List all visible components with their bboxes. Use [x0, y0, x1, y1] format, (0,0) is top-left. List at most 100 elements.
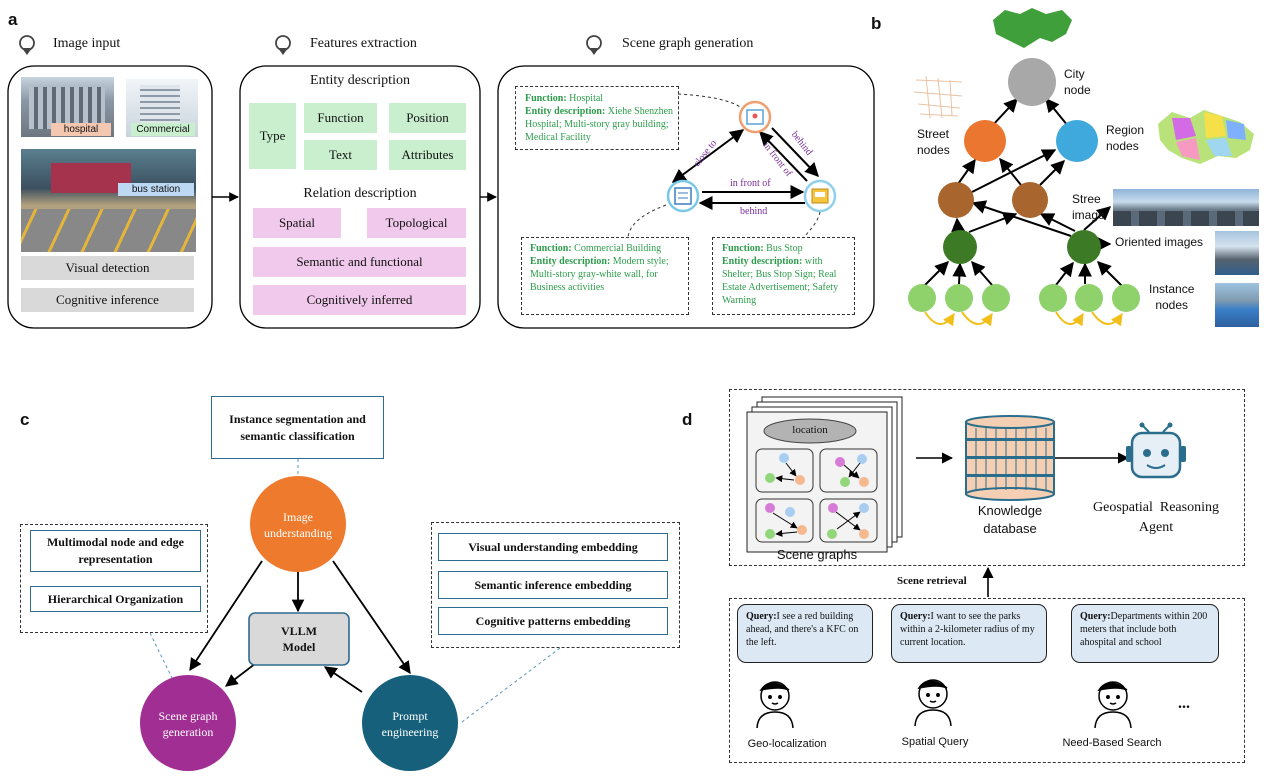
instance-nodes-label: Instance nodes: [1149, 282, 1195, 312]
agent-label: Geospatial Reasoning Agent: [1093, 500, 1219, 535]
location-ellipse: [763, 418, 857, 444]
busstop-description-box: [712, 237, 855, 315]
prompt-engineering-circle: [362, 675, 458, 771]
bus-station-photo: [21, 149, 196, 252]
street-image-label: Stree image: [1072, 192, 1105, 222]
hospital-entity-value: Xiehe Shenzhen Hospital; Multi-story gra…: [525, 106, 674, 143]
relation-cognitive: Cognitively inferred: [253, 285, 466, 315]
user-icon-3: [1094, 681, 1132, 729]
street-map-thumbnail: [913, 75, 963, 119]
commercial-description: Function: Commercial Building Entity des…: [530, 242, 685, 294]
image-understanding-label: Image understanding: [264, 510, 332, 540]
connector-hospital: [677, 93, 743, 109]
entity-text: Text: [304, 140, 377, 170]
city-map-thumbnail: [993, 8, 1072, 48]
arrow-image-to-prompt: [332, 560, 411, 675]
busstop-function-label: Function:: [722, 243, 764, 254]
entity-type: Type: [249, 103, 296, 169]
location-label: location: [792, 424, 828, 436]
edge-close-to: [671, 129, 745, 183]
oriented-node-1: [943, 230, 977, 264]
cognitive-embedding-box: Cognitive patterns embedding: [438, 607, 668, 635]
image-understanding-circle: [250, 476, 346, 572]
hospital-entity-label: Entity description:: [525, 106, 606, 117]
mini-graph-2: [835, 454, 869, 487]
visual-detection-button: Visual detection: [21, 256, 194, 280]
commercial-photo-label: Commercial: [131, 123, 195, 136]
commercial-function-value: Commercial Building: [574, 243, 662, 254]
need-based-search-caption: Need-Based Search: [1062, 737, 1162, 749]
busstop-entity-label: Entity description:: [722, 256, 803, 267]
query-2-text: I want to see the parks within a 2-kilom…: [900, 611, 1035, 648]
query-bubble-2: Query:I want to see the parks within a 2…: [891, 604, 1047, 663]
edge-behind-1: [771, 127, 819, 178]
scene-graph-generation-label: Scene graph generation: [158, 709, 218, 739]
region-map-thumbnail: [1158, 110, 1254, 164]
edge-label-in-front-2: in front of: [730, 178, 771, 189]
scene-retrieval-label: Scene retrieval: [897, 575, 967, 587]
city-node-label: City node: [1064, 67, 1091, 97]
entity-description-title: Entity description: [310, 73, 410, 88]
connector-busstop: [804, 211, 821, 237]
pin-icon-2: [275, 35, 291, 55]
user-icon-1: [756, 681, 794, 729]
robot-agent-icon: [1126, 422, 1186, 479]
panel-c-letter: c: [20, 410, 30, 429]
commercial-entity-label: Entity description:: [530, 256, 611, 267]
knowledge-database-label: Knowledge database: [977, 503, 1043, 536]
city-node: [1008, 58, 1056, 106]
arrow-prompt-to-model: [323, 666, 363, 693]
instance-segmentation-box: Instance segmentation and semantic class…: [211, 396, 384, 459]
instance-node-6: [1112, 284, 1140, 312]
entity-position: Position: [389, 103, 466, 133]
oriented-node-2: [1067, 230, 1101, 264]
region-node: [1056, 120, 1098, 162]
instance-loops: [924, 311, 1123, 327]
instance-node-5: [1075, 284, 1103, 312]
user-icon-2: [914, 679, 952, 727]
relation-semantic: Semantic and functional: [253, 247, 466, 277]
busstop-entity-value: with Shelter; Bus Stop Sign; Real Estate…: [722, 256, 839, 306]
hospital-node-icon: [738, 100, 772, 134]
mini-graph-3: [765, 503, 807, 539]
query-1-text: I see a red building ahead, and there's …: [746, 611, 859, 648]
scene-graph-frame: [497, 65, 875, 329]
street-image-node-1: [938, 182, 974, 218]
relation-topological: Topological: [367, 208, 466, 238]
oriented-image-thumbnail: [1215, 231, 1259, 275]
entity-attributes: Attributes: [389, 140, 466, 170]
semantic-embedding-box: Semantic inference embedding: [438, 571, 668, 599]
edge-in-front-1: [759, 130, 808, 182]
mini-graph-1: [765, 453, 805, 485]
query-bubble-1: Query:I see a red building ahead, and th…: [737, 604, 873, 663]
hospital-photo-label: hospital: [51, 123, 111, 136]
knowledge-dashed-frame: [729, 389, 1245, 566]
spatial-query-caption: Spatial Query: [901, 736, 969, 748]
hierarchical-organization-box: Hierarchical Organization: [30, 586, 201, 612]
instance-node-4: [1039, 284, 1067, 312]
instance-image-thumbnail: [1215, 283, 1259, 327]
hospital-description-box: [515, 86, 679, 150]
scene-graph-circle: [140, 675, 236, 771]
right-dashed-group: [431, 522, 680, 648]
commercial-entity-value: Modern style; Multi-story gray-white wal…: [530, 256, 669, 293]
step-3-title: Scene graph generation: [622, 36, 754, 51]
more-ellipsis: ...: [1178, 695, 1190, 712]
vllm-box: [248, 612, 350, 666]
pin-icon-3: [586, 35, 602, 55]
relation-spatial: Spatial: [253, 208, 341, 238]
region-nodes-label: Region nodes: [1106, 123, 1145, 153]
query-1-label: Query:: [746, 611, 777, 622]
right-box-link: [461, 647, 561, 723]
left-box-link: [149, 632, 177, 687]
hierarchy-edges: [923, 97, 1123, 287]
street-node: [964, 120, 1006, 162]
street-panorama-thumbnail: [1113, 189, 1259, 226]
step-2-title: Features extraction: [310, 36, 417, 51]
street-image-node-2: [1012, 182, 1048, 218]
query-2-label: Query:: [900, 611, 931, 622]
query-3-label: Query:: [1080, 611, 1111, 622]
bus-stop-node-icon: [803, 179, 837, 213]
busstop-function-value: Bus Stop: [766, 243, 803, 254]
